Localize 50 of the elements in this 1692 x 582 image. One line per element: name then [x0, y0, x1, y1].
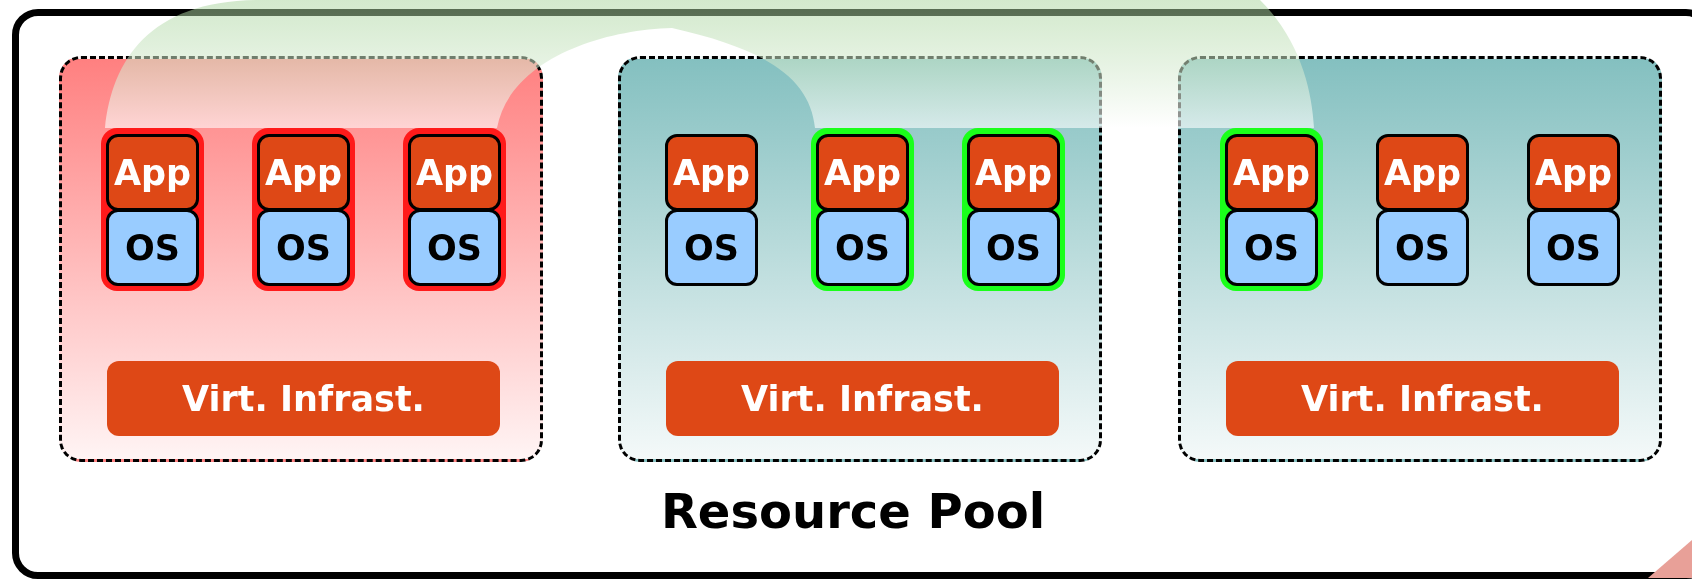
os-box	[106, 209, 199, 286]
box-label: App	[263, 152, 344, 193]
virt-infrast-bar	[666, 361, 1059, 436]
vm-frame	[101, 128, 204, 291]
app-box	[1225, 134, 1318, 211]
box-label: OS	[275, 227, 332, 268]
box-label: App	[1231, 152, 1312, 193]
os-box	[665, 209, 758, 286]
app-box	[665, 134, 758, 211]
box-label: OS	[426, 227, 483, 268]
box-label: OS	[1394, 227, 1451, 268]
box-label: App	[671, 152, 752, 193]
os-box	[967, 209, 1060, 286]
virt-infrast-bar	[1226, 361, 1619, 436]
box-label: App	[414, 152, 495, 193]
app-box	[1527, 134, 1620, 211]
box-label: OS	[1243, 227, 1300, 268]
os-box	[1527, 209, 1620, 286]
host-panel	[1178, 56, 1662, 462]
vm-frame	[1220, 128, 1323, 291]
box-label: OS	[985, 227, 1042, 268]
vm-frame	[252, 128, 355, 291]
os-box	[1376, 209, 1469, 286]
box-label: App	[1382, 152, 1463, 193]
app-box	[106, 134, 199, 211]
os-box	[408, 209, 501, 286]
box-label: OS	[834, 227, 891, 268]
box-label: OS	[1545, 227, 1602, 268]
box-label: App	[822, 152, 903, 193]
box-label: OS	[683, 227, 740, 268]
app-box	[408, 134, 501, 211]
box-label: App	[973, 152, 1054, 193]
os-box	[816, 209, 909, 286]
app-box	[1376, 134, 1469, 211]
virt-infrast-bar	[107, 361, 500, 436]
app-box	[816, 134, 909, 211]
vm-frame	[962, 128, 1065, 291]
box-label: App	[112, 152, 193, 193]
box-label: App	[1533, 152, 1614, 193]
app-box	[257, 134, 350, 211]
box-label: Virt. Infrast.	[181, 378, 426, 419]
os-box	[1225, 209, 1318, 286]
vm-frame	[811, 128, 914, 291]
box-label: Virt. Infrast.	[740, 378, 985, 419]
box-label: OS	[124, 227, 181, 268]
app-box	[967, 134, 1060, 211]
pool-title: Resource Pool	[659, 483, 1047, 539]
os-box	[257, 209, 350, 286]
box-label: Virt. Infrast.	[1300, 378, 1545, 419]
vm-frame	[403, 128, 506, 291]
